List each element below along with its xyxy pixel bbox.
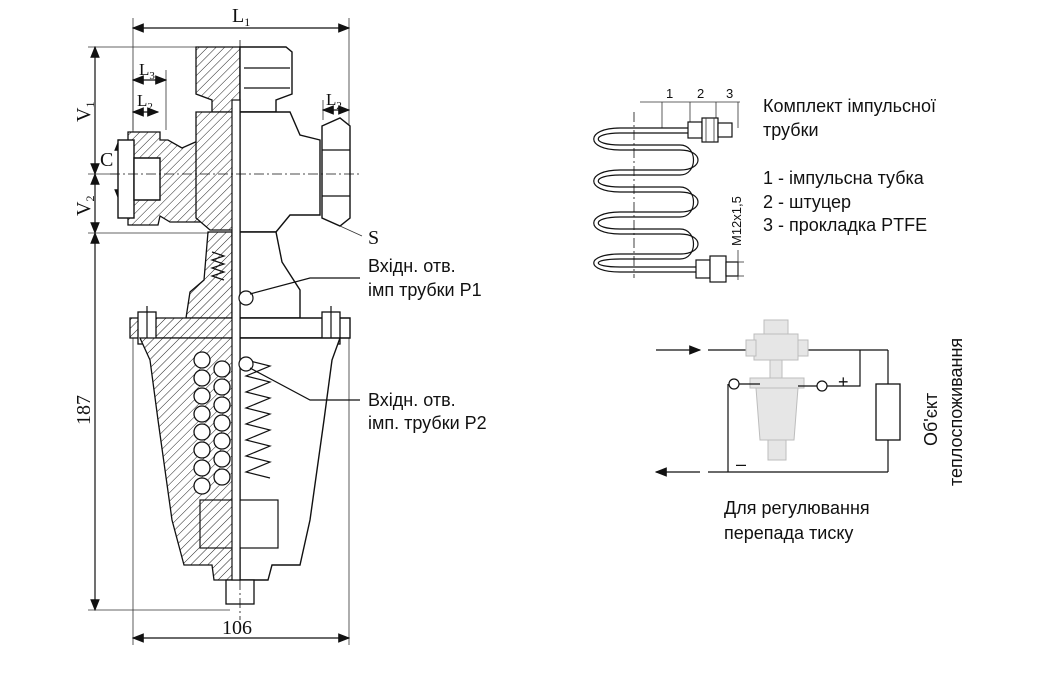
valve-section-drawing: L1 L3 L2 L2 V1 [73,5,487,645]
consumer-label-line1: Об'єкт [921,393,941,446]
dimension-L2-right: L2 [321,90,351,120]
label-L2-left: L2 [137,91,153,113]
minus-sign: – [736,454,746,474]
consumer-object [875,383,901,441]
connection-scheme: + – Об'єкт теплоспоживання Для регулюван… [654,319,966,543]
callout-p2-line2: імп. трубки P2 [368,413,487,433]
callout-p1: Вхідн. отв. імп трубки P1 [238,256,482,306]
valve-thumbnail [745,319,809,461]
dimension-L3: L3 [131,60,168,130]
main-spring [193,351,272,495]
label-L2-right: L2 [326,90,342,112]
plus-sign: + [838,372,849,392]
dimension-vertical-chain: V1 V2 187 [73,45,230,612]
label-V2: V2 [73,196,97,216]
marker-1: 1 [666,86,673,101]
label-C: C [100,149,113,171]
consumer-label-line2: теплоспоживання [946,338,966,486]
impulse-tube-kit: 1 2 3 M12x1,5 Комплект імпульсної трубк [593,86,936,283]
callout-p1-line1: Вхідн. отв. [368,256,456,276]
callout-p2-line1: Вхідн. отв. [368,390,456,410]
label-width: 106 [222,617,252,639]
marker-2: 2 [697,86,704,101]
thread-label: M12x1,5 [729,196,744,246]
label-height: 187 [73,395,95,425]
callout-p1-line2: імп трубки P1 [368,280,482,300]
caption-line1: Для регулювання [724,498,870,518]
legend-item-1: 1 - імпульсна тубка [763,168,925,188]
caption-line2: перепада тиску [724,523,853,543]
label-S: S [368,227,379,249]
upper-spring [210,251,226,281]
legend-item-2: 2 - штуцер [763,192,851,212]
kit-title-line2: трубки [763,120,819,140]
callout-p2: Вхідн. отв. імп. трубки P2 [238,356,487,433]
label-L3: L3 [139,60,155,82]
legend-item-3: 3 - прокладка PTFE [763,215,927,235]
label-V1: V1 [73,102,97,122]
kit-title-line1: Комплект імпульсної [763,96,936,116]
dimension-width: 106 [131,330,351,645]
tube-coil [593,112,712,278]
dimension-L2-left: L2 [131,91,160,117]
label-L1: L1 [232,5,250,29]
dimension-C: C [100,138,124,202]
marker-3: 3 [726,86,733,101]
